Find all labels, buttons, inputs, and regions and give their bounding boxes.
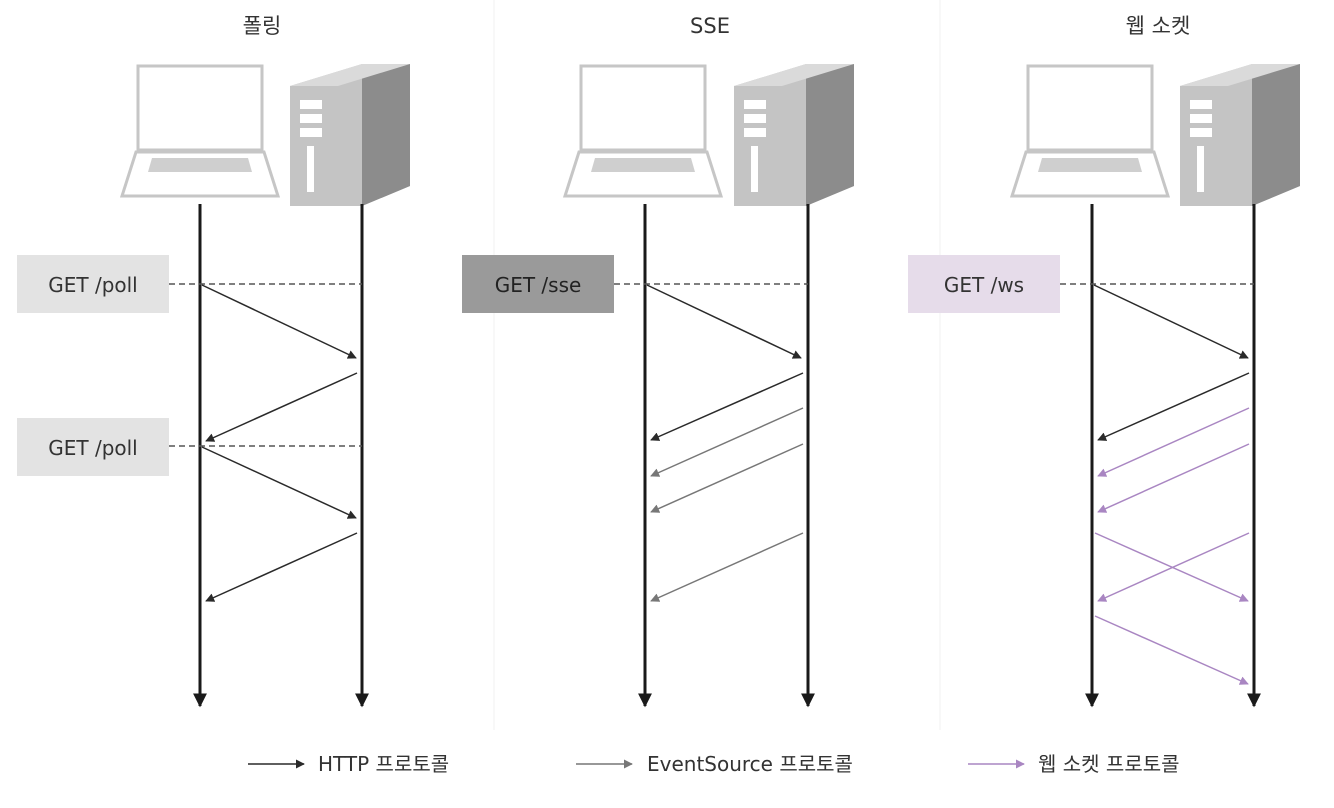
request-label: GET /ws (944, 273, 1024, 297)
column-title: 웹 소켓 (1126, 14, 1191, 38)
http-request-arrow (646, 284, 802, 359)
legend-label: HTTP 프로토콜 (318, 752, 449, 776)
http-request-arrow (201, 446, 357, 519)
request-label: GET /poll (48, 436, 138, 460)
legend-label: EventSource 프로토콜 (647, 752, 853, 776)
polling-column: 폴링 GET /poll GET /poll (17, 14, 410, 708)
http-request-arrow (201, 284, 357, 359)
request-label-box (17, 255, 169, 313)
server-tower-icon (290, 64, 410, 206)
websocket-arrow (1094, 615, 1249, 685)
legend-label: 웹 소켓 프로토콜 (1038, 752, 1180, 776)
laptop-icon (1009, 64, 1171, 198)
http-response-arrow (205, 532, 358, 602)
websocket-arrow (1097, 407, 1250, 477)
column-title: 폴링 (243, 14, 282, 38)
request-label: GET /poll (48, 273, 138, 297)
http-response-arrow (1097, 372, 1250, 441)
eventsource-arrow (650, 443, 804, 513)
request-label-box (908, 255, 1060, 313)
legend-item-websocket: 웹 소켓 프로토콜 (968, 752, 1180, 776)
eventsource-arrow (650, 532, 804, 602)
laptop-icon (119, 64, 281, 198)
column-title: SSE (690, 14, 730, 38)
websocket-arrow (1097, 532, 1250, 602)
websocket-column: 웹 소켓 GET /ws (908, 14, 1300, 708)
request-label: GET /sse (495, 273, 582, 297)
legend-item-eventsource: EventSource 프로토콜 (576, 752, 853, 776)
http-response-arrow (650, 372, 804, 441)
http-request-arrow (1093, 284, 1249, 359)
request-label-box (462, 255, 614, 313)
request-label-box (17, 418, 169, 476)
http-response-arrow (205, 372, 358, 442)
server-tower-icon (1180, 64, 1300, 206)
eventsource-arrow (650, 407, 804, 477)
websocket-arrow (1094, 532, 1249, 602)
sse-column: SSE GET /sse (462, 14, 854, 708)
server-tower-icon (734, 64, 854, 206)
websocket-arrow (1097, 443, 1250, 513)
legend-item-http: HTTP 프로토콜 (248, 752, 449, 776)
legend: HTTP 프로토콜 EventSource 프로토콜 웹 소켓 프로토콜 (248, 752, 1180, 776)
laptop-icon (562, 64, 724, 198)
